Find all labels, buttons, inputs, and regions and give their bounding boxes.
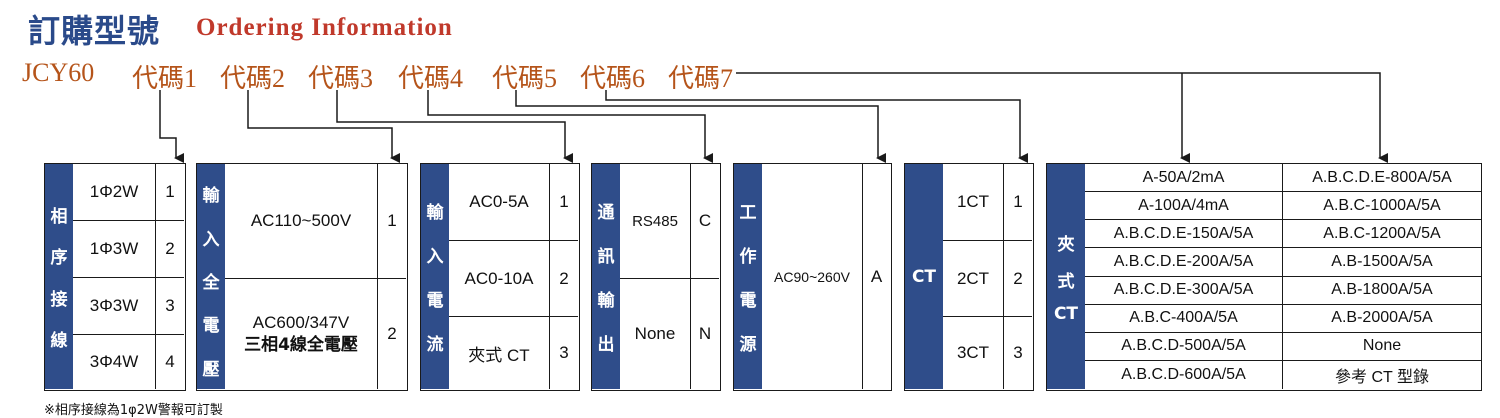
arrow-code-6 <box>605 90 1028 163</box>
arrow-code-1 <box>159 90 184 163</box>
clamp-ct-cell: A.B.C.D-500A/5A <box>1085 332 1283 361</box>
comm-code-1: C <box>698 211 712 230</box>
clamp-ct-cell: A.B.C.D.E-200A/5A <box>1085 248 1283 277</box>
model-name: JCY60 <box>22 58 95 87</box>
voltage-option-1: AC110~500V <box>250 211 352 230</box>
footnote: ※相序接線為1φ2W警報可訂製 <box>44 403 223 418</box>
arrow-code-5 <box>515 90 886 163</box>
clamp-ct-cell: A.B-1800A/5A <box>1283 277 1481 305</box>
phase-option-4: 3Φ4W <box>89 352 139 371</box>
comm-side-label: 通訊輸出 <box>592 164 620 389</box>
voltage-option-2: AC600/347V 三相4線全電壓 <box>244 313 358 355</box>
title-english: Ordering Information <box>196 14 453 41</box>
current-option-1: AC0-5A <box>469 192 529 211</box>
phase-side-label: 相序接線 <box>45 164 73 389</box>
ct-side-label: CT <box>905 164 943 389</box>
voltage-code-1: 1 <box>387 211 397 230</box>
phase-option-3: 3Φ3W <box>89 296 139 315</box>
code-7-label: 代碼7 <box>668 64 734 93</box>
clamp-ct-cell: A.B-1500A/5A <box>1283 248 1481 277</box>
ct-count-box: CT 1CT 1 2CT 2 3CT 3 <box>904 163 1034 391</box>
arrow-code-2 <box>247 90 400 163</box>
clamp-ct-cell: A.B.C.D.E-150A/5A <box>1085 220 1283 249</box>
code-1-label: 代碼1 <box>132 64 198 93</box>
current-option-2: AC0-10A <box>464 268 534 288</box>
phase-code-3: 3 <box>165 296 175 315</box>
comm-code-2: N <box>698 324 712 343</box>
comm-option-2: None <box>634 324 676 343</box>
current-code-3: 3 <box>559 343 569 362</box>
ct-code-2: 2 <box>1013 268 1023 288</box>
clamp-ct-cell: A.B.C.D.E-300A/5A <box>1085 276 1283 305</box>
input-voltage-box: 輸入全電壓 AC110~500V 1 AC600/347V 三相4線全電壓 2 <box>196 163 408 391</box>
code-6-label: 代碼6 <box>580 64 646 93</box>
ct-option-3: 3CT <box>956 343 990 362</box>
phase-code-4: 4 <box>165 352 175 371</box>
comm-output-box: 通訊輸出 RS485 C None N <box>591 163 721 391</box>
clamp-ct-cell: A.B.C-1200A/5A <box>1283 220 1481 249</box>
phase-wiring-box: 相序接線 1Φ2W 1 1Φ3W 2 3Φ3W 3 3Φ4W 4 <box>44 163 186 391</box>
comm-option-1: RS485 <box>632 212 678 230</box>
ct-code-1: 1 <box>1013 192 1023 211</box>
current-option-3: 夾式 CT <box>468 345 530 365</box>
clamp-ct-cell: A.B.C.D-600A/5A <box>1085 360 1283 389</box>
phase-option-1: 1Φ2W <box>89 182 139 201</box>
input-current-box: 輸入電流 AC0-5A 1 AC0-10A 2 夾式 CT 3 <box>420 163 580 391</box>
code-4-label: 代碼4 <box>398 64 464 93</box>
clamp-ct-cell: 參考 CT 型錄 <box>1335 368 1429 386</box>
clamp-ct-cell: A.B.C-400A/5A <box>1085 304 1283 333</box>
clamp-ct-cell: A.B-2000A/5A <box>1283 305 1481 333</box>
phase-option-2: 1Φ3W <box>89 239 139 258</box>
code-2-label: 代碼2 <box>220 64 286 93</box>
power-code-1: A <box>870 266 883 286</box>
ct-option-2: 2CT <box>956 268 990 288</box>
input-current-side-label: 輸入電流 <box>421 164 449 389</box>
clamp-ct-cell: A.B.C.D.E-800A/5A <box>1283 164 1481 193</box>
ct-code-3: 3 <box>1013 343 1023 362</box>
clamp-ct-cell: A-100A/4mA <box>1085 192 1283 221</box>
power-supply-box: 工作電源 AC90~260V A <box>733 163 892 391</box>
arrow-code-3 <box>336 90 573 163</box>
arrow-code-7 <box>736 72 1388 163</box>
current-code-2: 2 <box>559 268 569 288</box>
power-option-1: AC90~260V <box>774 268 850 285</box>
arrow-code-4 <box>427 90 713 163</box>
input-voltage-side-label: 輸入全電壓 <box>197 164 225 389</box>
ct-option-1: 1CT <box>956 192 990 211</box>
clamp-ct-cell: None <box>1283 333 1481 361</box>
code-5-label: 代碼5 <box>492 64 558 93</box>
voltage-code-2: 2 <box>387 324 397 343</box>
clamp-ct-cell: A.B.C-1000A/5A <box>1283 192 1481 221</box>
clamp-ct-cell: A-50A/2mA <box>1085 164 1283 193</box>
phase-code-1: 1 <box>165 182 175 201</box>
title-chinese: 訂購型號 <box>28 12 161 50</box>
power-side-label: 工作電源 <box>734 164 762 389</box>
current-code-1: 1 <box>559 192 569 211</box>
phase-code-2: 2 <box>165 239 175 258</box>
code-3-label: 代碼3 <box>308 64 374 93</box>
